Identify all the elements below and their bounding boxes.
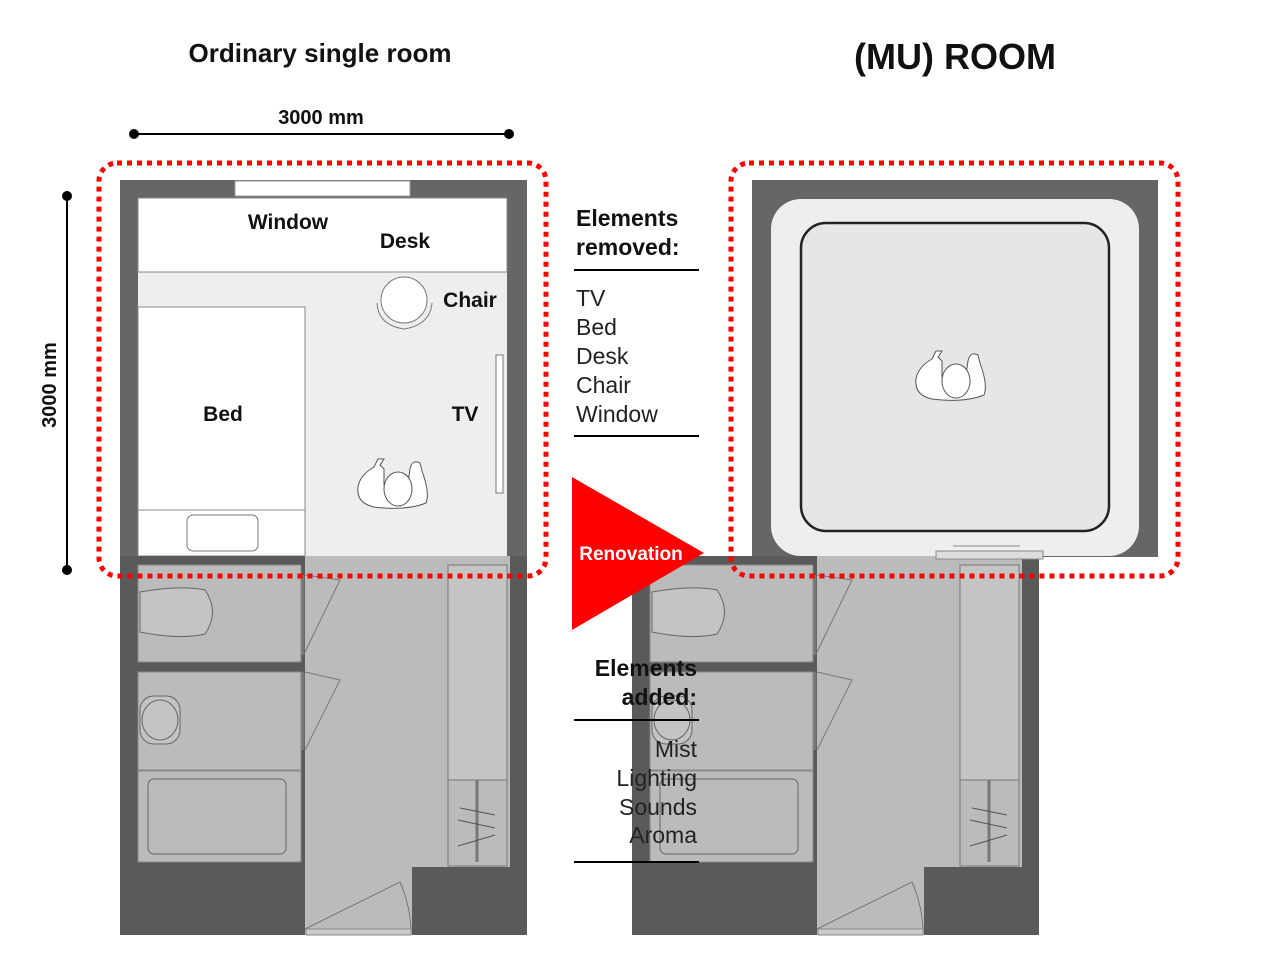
left-title: Ordinary single room bbox=[189, 38, 452, 68]
removed-item: Window bbox=[576, 401, 658, 427]
removed-heading-1: Elements bbox=[576, 205, 678, 231]
width-dimension: 3000 mm bbox=[129, 107, 514, 139]
height-dimension: 3000 mm bbox=[39, 191, 72, 575]
removed-item: Chair bbox=[576, 372, 631, 398]
removed-heading-2: removed: bbox=[576, 234, 680, 260]
added-item: Sounds bbox=[619, 794, 697, 820]
chair bbox=[376, 276, 433, 330]
desk-label: Desk bbox=[380, 230, 431, 253]
tv bbox=[495, 354, 504, 494]
ordinary-room-plan: Window Desk Chair Bed TV bbox=[118, 180, 529, 937]
removed-item: Bed bbox=[576, 314, 617, 340]
added-item: Aroma bbox=[629, 822, 697, 848]
removed-item: Desk bbox=[576, 343, 629, 369]
chair-label: Chair bbox=[443, 289, 497, 312]
added-item: Mist bbox=[655, 736, 698, 762]
elements-added: Elements added: Mist Lighting Sounds Aro… bbox=[574, 655, 699, 863]
window-label: Window bbox=[248, 211, 329, 234]
added-item: Lighting bbox=[616, 765, 697, 791]
added-heading-2: added: bbox=[622, 684, 697, 710]
mu-room-plan bbox=[630, 180, 1158, 937]
tv-label: TV bbox=[452, 403, 479, 426]
height-label: 3000 mm bbox=[39, 342, 61, 428]
added-heading-1: Elements bbox=[595, 655, 697, 681]
bed-label: Bed bbox=[203, 403, 243, 426]
removed-item: TV bbox=[576, 285, 606, 311]
right-title: (MU) ROOM bbox=[854, 36, 1056, 77]
renovation-label: Renovation bbox=[579, 544, 682, 565]
removed-area-outline bbox=[96, 160, 549, 579]
width-label: 3000 mm bbox=[278, 107, 364, 129]
renovated-area-outline bbox=[728, 160, 1181, 579]
renovation-arrow bbox=[572, 477, 704, 630]
desk bbox=[137, 197, 508, 273]
elements-removed: Elements removed: TV Bed Desk Chair Wind… bbox=[574, 205, 699, 437]
